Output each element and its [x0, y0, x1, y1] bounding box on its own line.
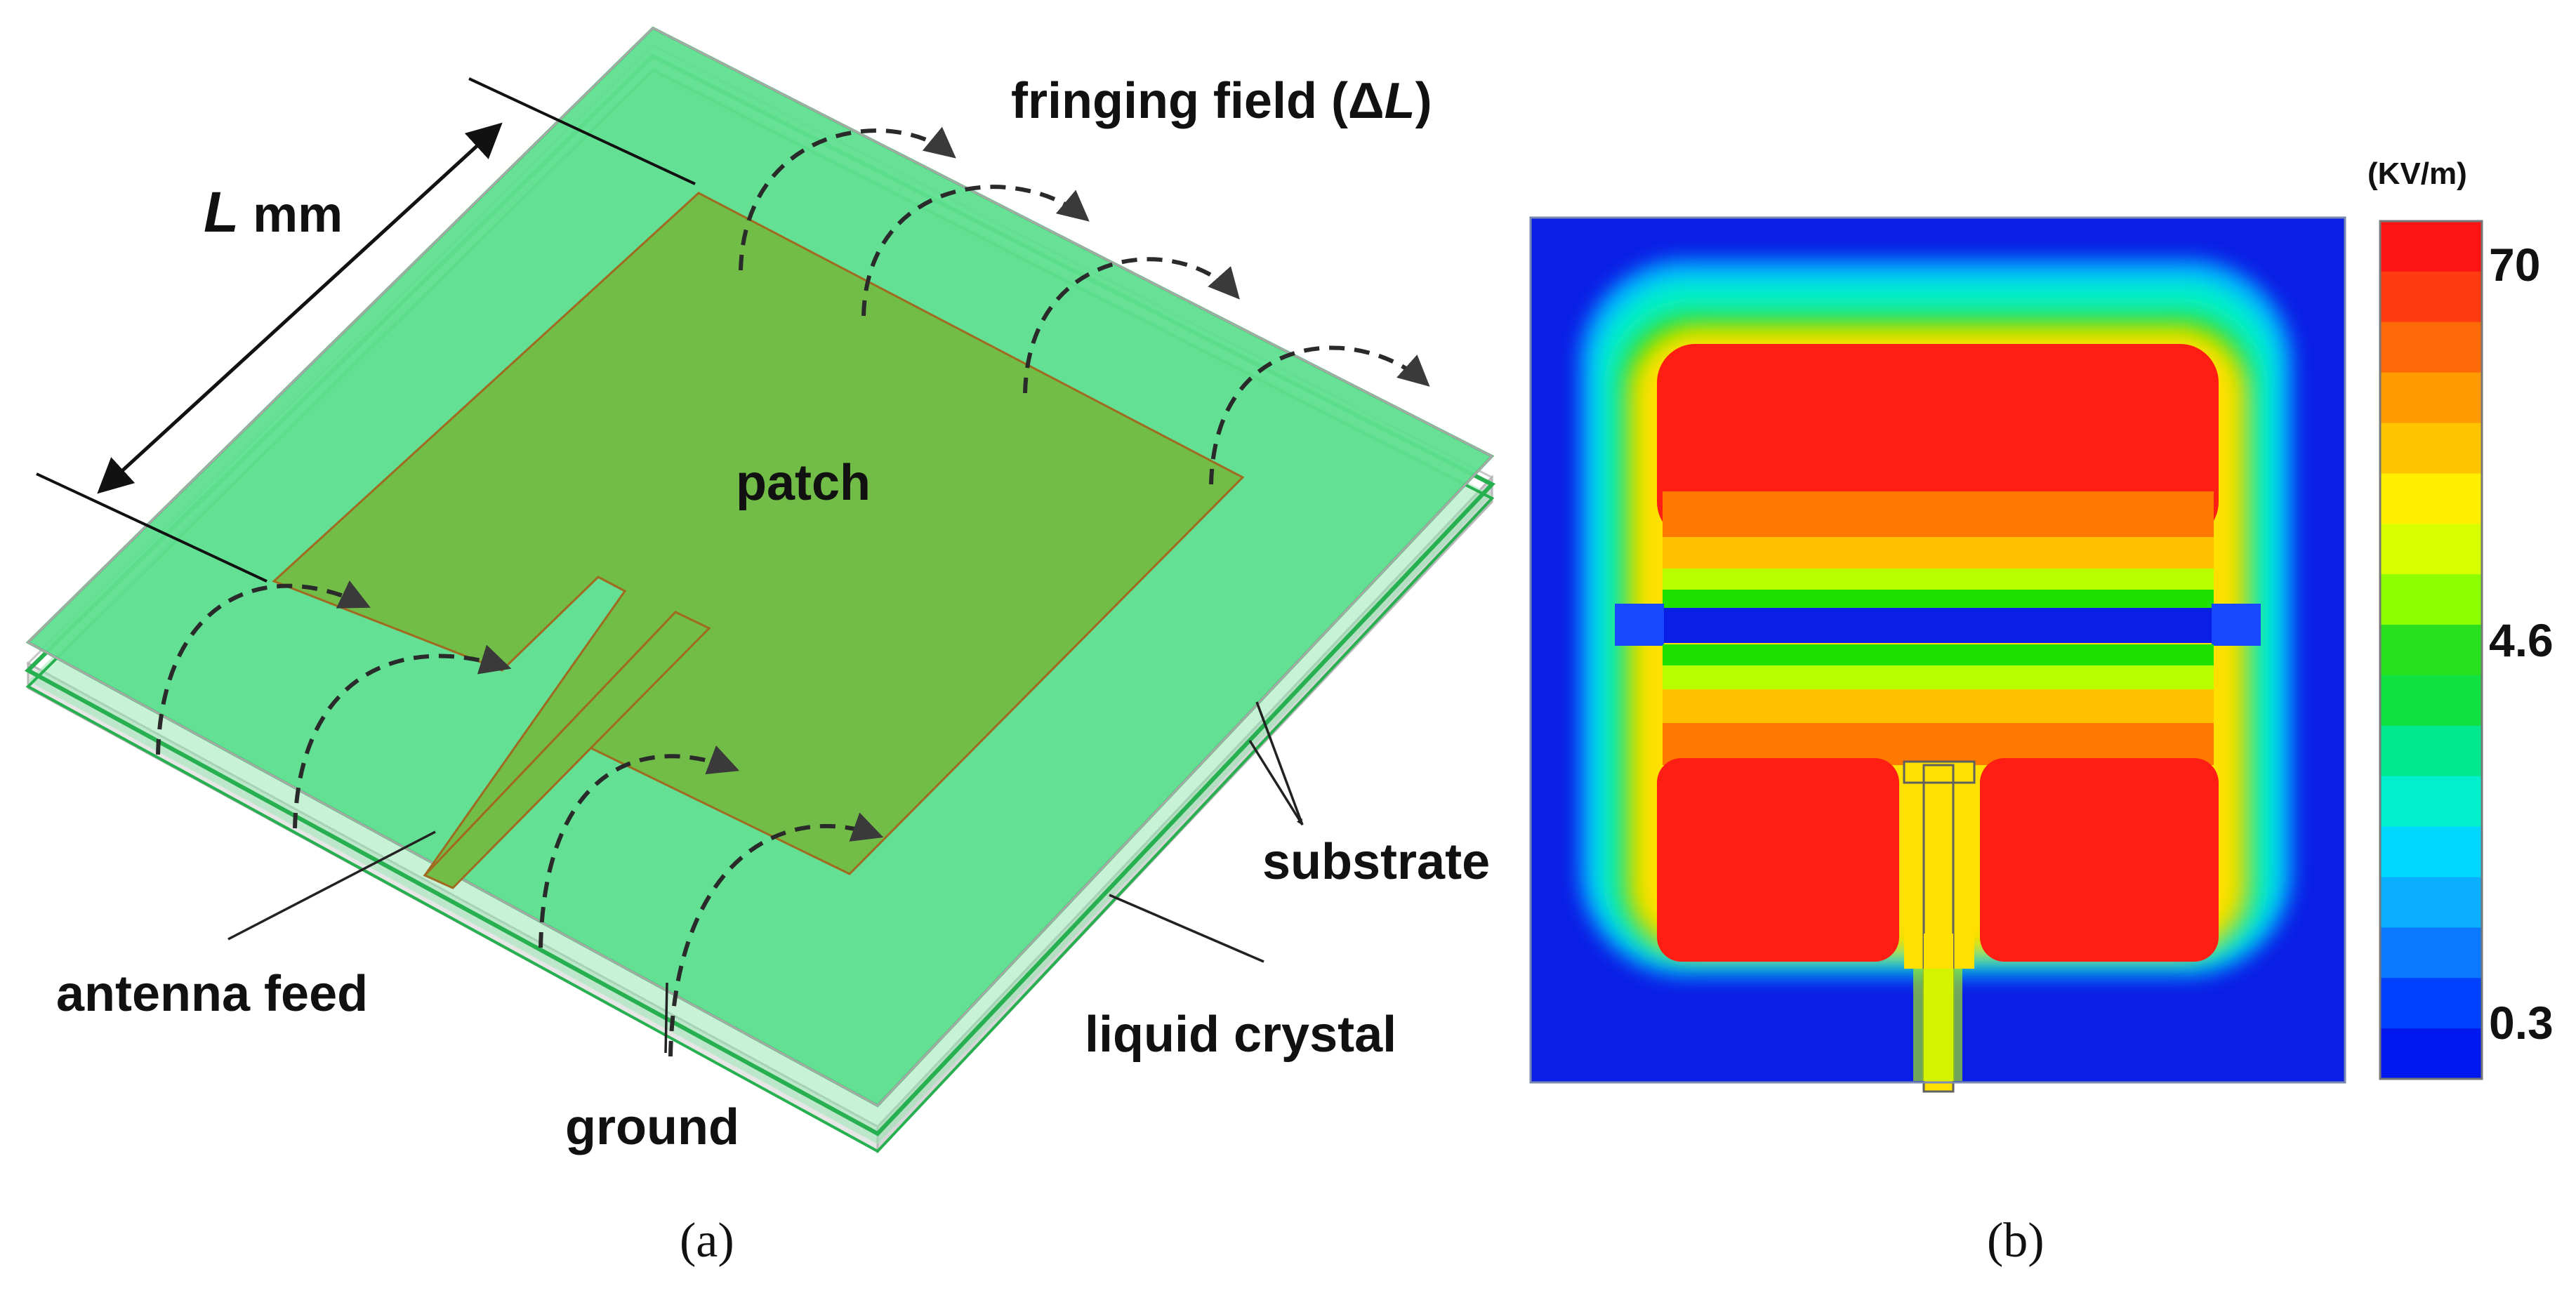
- colorbar-swatch: [2380, 1028, 2482, 1080]
- colorbar-swatch: [2380, 978, 2482, 1030]
- colorbar-tick-4.6: 4.6: [2489, 614, 2554, 666]
- antenna-feed-line: [423, 611, 711, 889]
- colorbar-swatch: [2380, 524, 2482, 576]
- e-field-map: [1529, 216, 2346, 1093]
- colorbar-swatch: [2380, 725, 2482, 777]
- liquid-crystal-label: liquid crystal: [1085, 1007, 1396, 1063]
- length-label: L mm: [204, 180, 343, 244]
- colorbar-swatch: [2380, 473, 2482, 525]
- colorbar-swatches: [2380, 221, 2482, 1080]
- length-dimension-arrow: [97, 122, 503, 494]
- antenna-feed-label: antenna feed: [56, 966, 368, 1022]
- leader-lines: [227, 701, 1304, 1054]
- colorbar-swatch: [2380, 574, 2482, 626]
- colorbar-swatch: [2380, 927, 2482, 979]
- fringing-field-arcs-top: [739, 126, 1430, 485]
- colorbar-swatch: [2380, 372, 2482, 424]
- colorbar-swatch: [2380, 423, 2482, 475]
- fringing-field-label: fringing field (ΔL): [1011, 73, 1432, 129]
- colorbar-swatch: [2380, 221, 2482, 272]
- colorbar-swatch: [2380, 877, 2482, 929]
- colorbar-tick-70: 70: [2489, 239, 2540, 291]
- colorbar-swatch: [2380, 675, 2482, 727]
- substrate-label: substrate: [1262, 834, 1490, 890]
- patch-label: patch: [736, 455, 871, 511]
- colorbar-swatch: [2380, 321, 2482, 373]
- colorbar-unit: (KV/m): [2367, 157, 2467, 191]
- colorbar-tick-0.3: 0.3: [2489, 997, 2554, 1049]
- dimension-guide-bottom: [36, 472, 267, 583]
- dimension-guide-top: [468, 77, 696, 185]
- colorbar-swatch: [2380, 776, 2482, 828]
- caption-a: (a): [680, 1214, 734, 1268]
- colorbar-swatch: [2380, 271, 2482, 323]
- panel-a-antenna-diagram: fringing field (ΔL) L mm patch substrate…: [25, 26, 1495, 1268]
- panel-b-field-plot: (KV/m) 70 4.6 0.3 (b): [1529, 157, 2554, 1268]
- colorbar-swatch: [2380, 625, 2482, 676]
- fringing-field-arcs-bottom: [156, 580, 884, 1057]
- colorbar-swatch: [2380, 826, 2482, 878]
- colorbar: (KV/m) 70 4.6 0.3: [2367, 157, 2554, 1080]
- caption-b: (b): [1987, 1214, 2045, 1268]
- ground-label: ground: [565, 1099, 739, 1155]
